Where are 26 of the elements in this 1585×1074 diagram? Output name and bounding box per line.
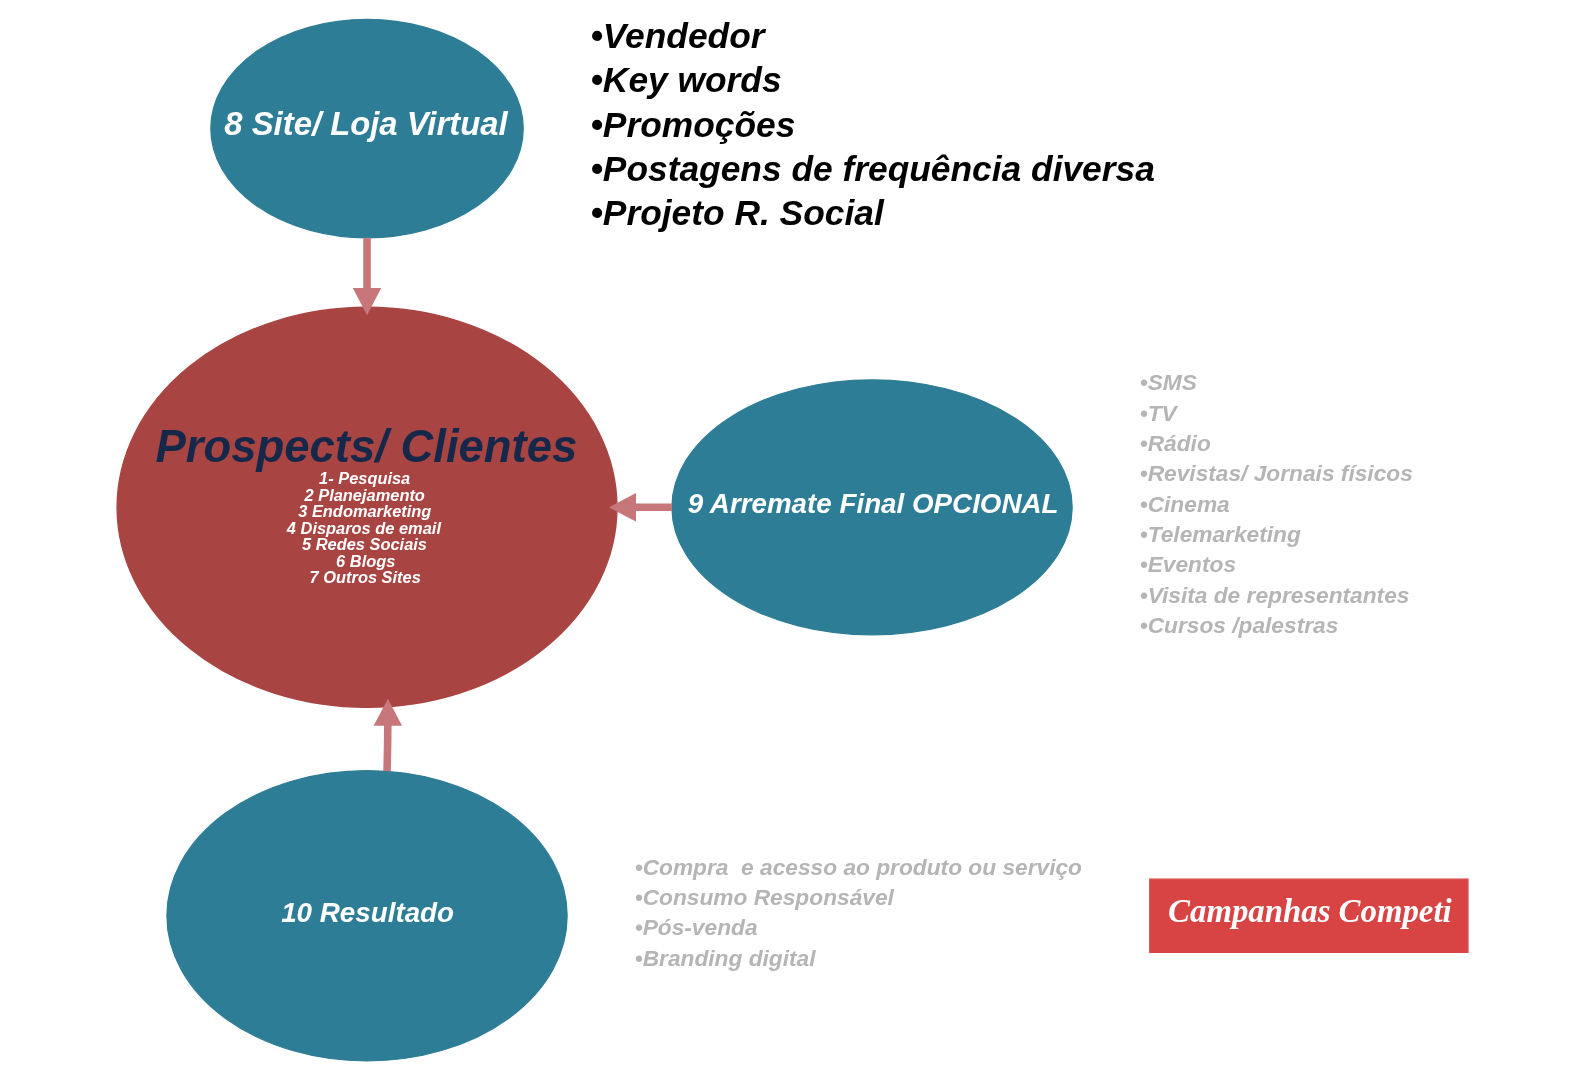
node-label: •TV (1139, 399, 1177, 426)
node-label: •Cursos /palestras (1139, 611, 1339, 638)
arrow (373, 698, 403, 772)
node-label: •Compra e acesso ao produto ou serviço (634, 853, 1082, 880)
node-label: •Branding digital (634, 944, 816, 971)
node-ellipse: 8 Site/ Loja Virtual (210, 18, 524, 239)
arrow (608, 493, 672, 522)
node-box: Campanhas Competi (1149, 878, 1469, 953)
node-ellipse: Prospects/ Clientes 1- Pesquisa 2 Planejamento 3 Endomarketing 4 Disparos de email 5 Redes Sociais 6 Blogs 7 Outros Sites (116, 306, 618, 709)
node-label: •Promoções (590, 104, 796, 144)
node-label: •Projeto R. Social (590, 193, 884, 233)
node-label: •Cinema (1139, 490, 1230, 517)
node-label: •Revistas/ Jornais físicos (1139, 460, 1413, 487)
node-label: •Telemarketing (1139, 520, 1301, 547)
node-label: •Postagens de frequência diversa (590, 148, 1155, 188)
node-label: •Pós-venda (634, 914, 758, 941)
node-ellipse: 10 Resultado (166, 769, 568, 1062)
node-label: •Key words (590, 60, 782, 100)
node-label: •SMS (1139, 369, 1197, 396)
arrow (352, 238, 382, 316)
node-label: •Eventos (1139, 551, 1237, 578)
node-label: •Vendedor (590, 16, 765, 56)
node-label: •Visita de representantes (1139, 581, 1410, 608)
node-label: •Consumo Responsável (634, 883, 894, 910)
node-ellipse: 9 Arremate Final OPCIONAL (671, 379, 1073, 636)
node-label: •Rádio (1139, 430, 1211, 457)
